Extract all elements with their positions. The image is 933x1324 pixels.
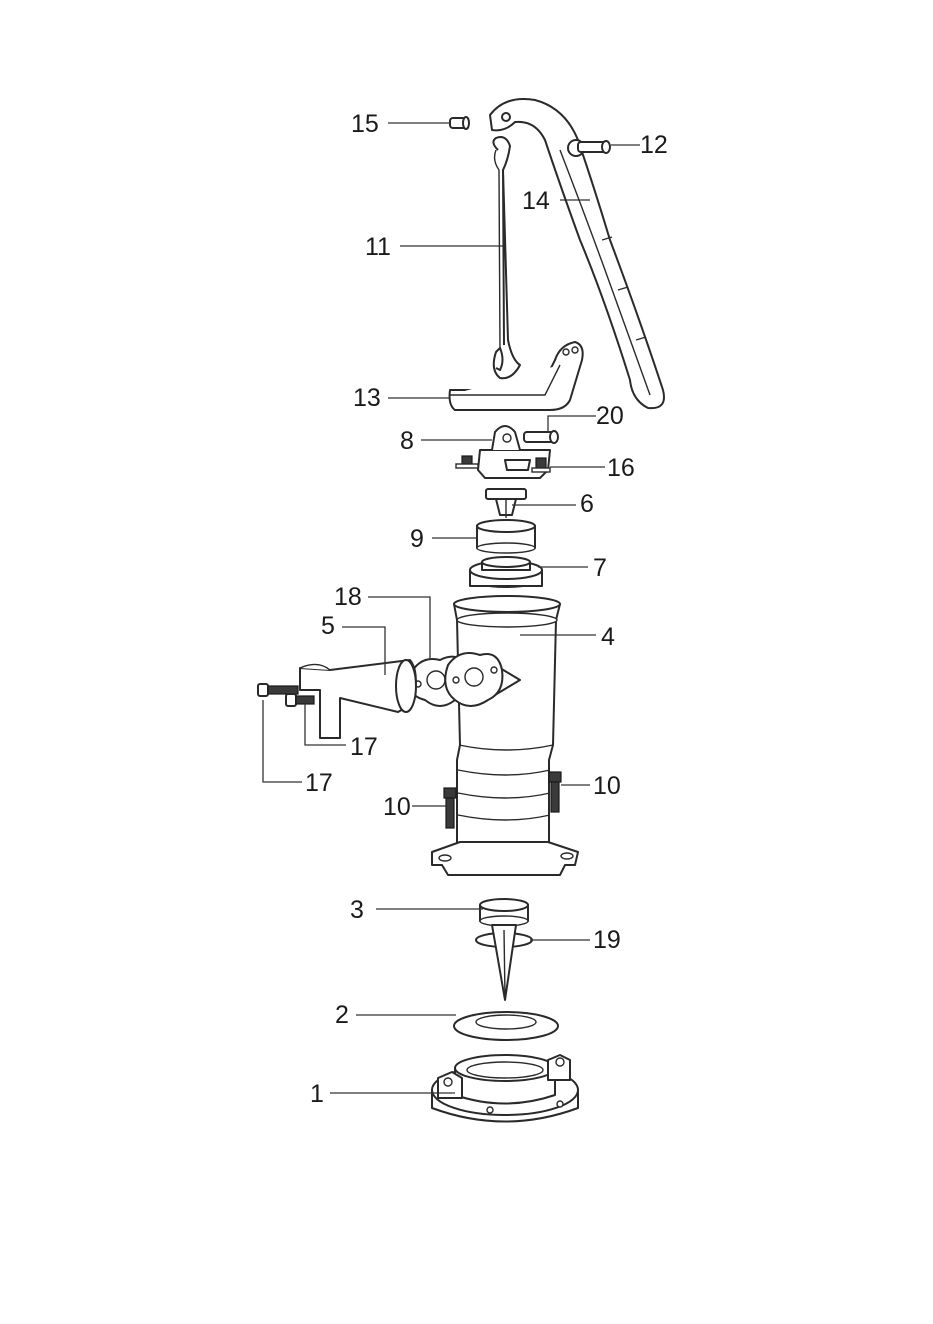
part-9-cup-seal — [477, 520, 535, 553]
label-3: 3 — [350, 896, 364, 924]
label-13: 13 — [353, 384, 381, 412]
label-14: 14 — [522, 187, 550, 215]
part-7-cap-ring — [470, 557, 542, 587]
label-12: 12 — [640, 131, 668, 159]
label-5: 5 — [321, 612, 335, 640]
label-17b: 17 — [305, 769, 333, 797]
part-3-valve-disc — [480, 899, 528, 926]
part-15-pin — [450, 117, 469, 129]
label-15: 15 — [351, 110, 379, 138]
label-18: 18 — [334, 583, 362, 611]
part-6-plunger — [486, 489, 526, 518]
part-2-base-gasket — [454, 1012, 558, 1040]
part-19-valve-stem — [476, 925, 532, 1000]
label-10a: 10 — [383, 793, 411, 821]
label-19: 19 — [593, 926, 621, 954]
part-11-rod — [493, 137, 520, 378]
part-1-base-flange — [432, 1055, 578, 1122]
part-20-cover-pin — [524, 431, 558, 443]
part-13-bracket — [450, 342, 583, 410]
label-6: 6 — [580, 490, 594, 518]
part-12-handle-pin — [578, 141, 610, 153]
label-20: 20 — [596, 402, 624, 430]
leader-lines — [263, 123, 640, 1093]
label-4: 4 — [601, 623, 615, 651]
label-9: 9 — [410, 525, 424, 553]
label-8: 8 — [400, 427, 414, 455]
label-17a: 17 — [350, 733, 378, 761]
label-1: 1 — [310, 1080, 324, 1108]
label-7: 7 — [593, 554, 607, 582]
part-5-spout — [300, 660, 416, 738]
label-16: 16 — [607, 454, 635, 482]
part-18-gaskets — [409, 653, 502, 706]
part-4-cylinder — [432, 596, 578, 875]
label-10b: 10 — [593, 772, 621, 800]
label-2: 2 — [335, 1001, 349, 1029]
label-11: 11 — [365, 233, 391, 261]
